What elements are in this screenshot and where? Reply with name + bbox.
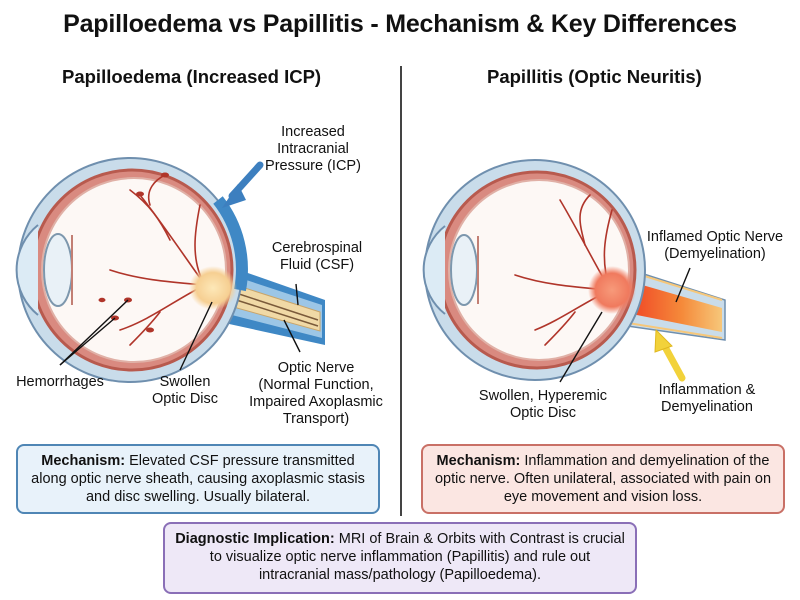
swollen-disc-label: Swollen Optic Disc [151, 374, 219, 407]
icp-arrow [222, 161, 264, 208]
papilloedema-eye [15, 157, 325, 383]
csf-label: Cerebrospinal Fluid (CSF) [271, 240, 363, 273]
diagnostic-label: Diagnostic Implication: [175, 531, 335, 547]
hyperemic-disc-label: Swollen, Hyperemic Optic Disc [478, 388, 608, 421]
papilloedema-heading: Papilloedema (Increased ICP) [62, 66, 322, 87]
mechanism-label: Mechanism: [436, 453, 521, 469]
icp-label: Increased Intracranial Pressure (ICP) [265, 124, 361, 174]
hemorrhages-label: Hemorrhages [16, 374, 104, 390]
papillitis-heading: Papillitis (Optic Neuritis) [487, 66, 702, 87]
mechanism-label: Mechanism: [41, 453, 126, 469]
page-title: Papilloedema vs Papillitis - Mechanism &… [63, 10, 737, 38]
papillitis-mechanism-box: Mechanism: Inflammation and demyelinatio… [421, 444, 785, 514]
swollen-optic-disc [189, 266, 237, 310]
diagnostic-text: MRI of Brain & Orbits with Contrast is c… [209, 531, 625, 583]
hyperemic-optic-disc [588, 266, 636, 314]
inflammation-label: Inflammation & Demyelination [658, 382, 756, 415]
inflamed-nerve-label: Inflamed Optic Nerve (Demyelination) [646, 229, 784, 262]
mechanism-text: Elevated CSF pressure transmitted along … [31, 453, 365, 505]
inflamed-optic-nerve [622, 280, 722, 332]
optic-nerve-label: Optic Nerve (Normal Function, Impaired A… [249, 360, 383, 427]
panel-divider [400, 66, 402, 516]
mechanism-text: Inflammation and demyelination of the op… [434, 453, 772, 505]
inflammation-arrow [654, 328, 686, 382]
diagnostic-implication-box: Diagnostic Implication: MRI of Brain & O… [163, 522, 637, 594]
papillitis-eye [422, 159, 726, 383]
papilloedema-mechanism-box: Mechanism: Elevated CSF pressure transmi… [16, 444, 380, 514]
